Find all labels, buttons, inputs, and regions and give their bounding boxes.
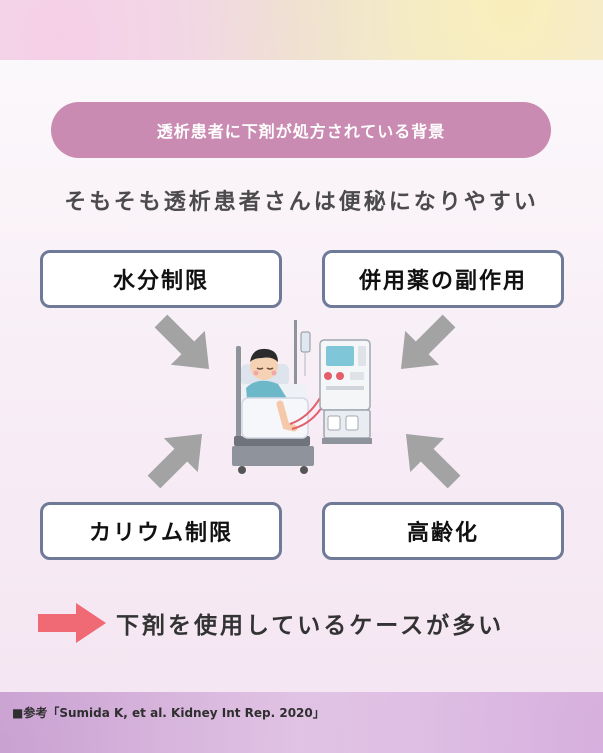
factor-label: 高齢化 <box>406 521 479 546</box>
arrow-up-left-icon <box>405 433 461 489</box>
factor-aging: 高齢化 <box>322 502 564 560</box>
subtitle: そもそも透析患者さんは便秘になりやすい <box>64 190 539 215</box>
arrow-up-right-icon <box>147 433 203 489</box>
factor-label: 水分制限 <box>112 269 209 294</box>
dialysis-patient-illustration <box>232 320 372 474</box>
arrow-down-right-icon <box>154 314 210 370</box>
arrow-down-left-icon <box>400 314 456 370</box>
factor-label: カリウム制限 <box>88 521 233 546</box>
conclusion-row: 下剤を使用しているケースが多い <box>38 598 578 648</box>
citation: ■参考「Sumida K, et al. Kidney Int Rep. 202… <box>12 706 325 720</box>
right-arrow-icon <box>38 603 106 643</box>
content-panel <box>0 60 603 692</box>
conclusion-text: 下剤を使用しているケースが多い <box>116 613 505 639</box>
factor-drug-side-effects: 併用薬の副作用 <box>322 250 564 308</box>
factor-label: 併用薬の副作用 <box>358 269 527 294</box>
footer-band <box>0 692 603 753</box>
heading-pill: 透析患者に下剤が処方されている背景 <box>51 102 551 158</box>
factor-potassium-restriction: カリウム制限 <box>40 502 282 560</box>
heading-text: 透析患者に下剤が処方されている背景 <box>156 122 446 141</box>
factor-water-restriction: 水分制限 <box>40 250 282 308</box>
